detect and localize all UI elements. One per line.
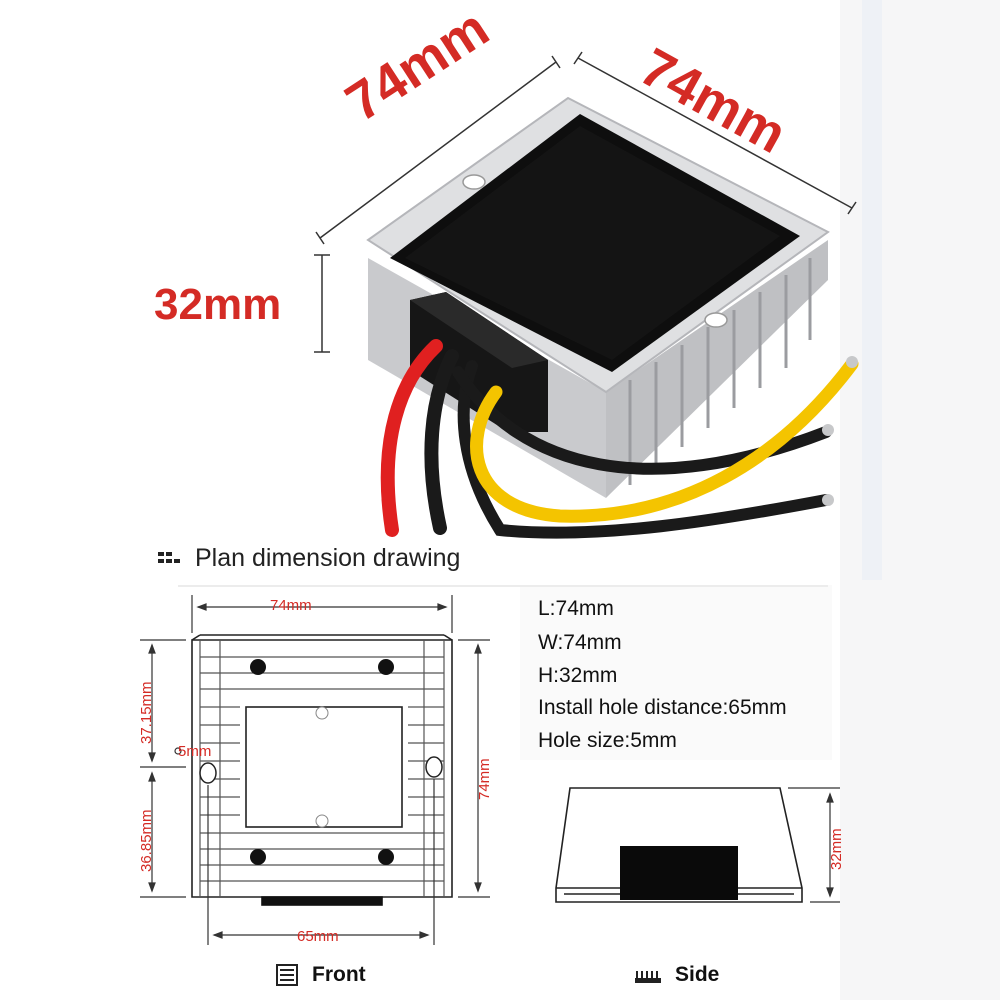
spec-height: H:32mm	[538, 664, 618, 687]
plan-title: Plan dimension drawing	[195, 544, 461, 572]
converter-housing	[366, 96, 830, 498]
hole-distance-label: 65mm	[297, 928, 339, 945]
front-height-label: 74mm	[476, 758, 493, 800]
wire-tips	[822, 356, 858, 506]
product-photo	[314, 51, 859, 539]
spec-length: L:74mm	[538, 597, 614, 620]
front-drawing	[140, 595, 490, 945]
wire-yellow	[470, 357, 859, 523]
front-width-label: 74mm	[270, 597, 312, 614]
side-view-icon	[635, 971, 661, 983]
side-drawing	[555, 787, 840, 903]
front-view-icon	[276, 964, 298, 986]
hole-size-label: 5mm	[178, 743, 212, 760]
wires	[380, 339, 859, 539]
spec-install-hole: Install hole distance:65mm	[538, 696, 787, 719]
upper-offset-label: 37.15mm	[138, 681, 155, 744]
spec-width: W:74mm	[538, 631, 622, 654]
photo-height-label: 32mm	[154, 280, 282, 329]
grid-icon	[158, 552, 180, 563]
spec-hole-size: Hole size:5mm	[538, 729, 677, 752]
wire-black2	[457, 360, 832, 539]
photo-dimension-lines	[314, 51, 857, 353]
wire-red	[380, 339, 443, 537]
side-caption: Side	[675, 963, 720, 986]
side-height-label: 32mm	[828, 828, 845, 870]
front-caption: Front	[312, 963, 366, 986]
lower-offset-label: 36.85mm	[138, 809, 155, 872]
wire-black1	[424, 349, 459, 535]
